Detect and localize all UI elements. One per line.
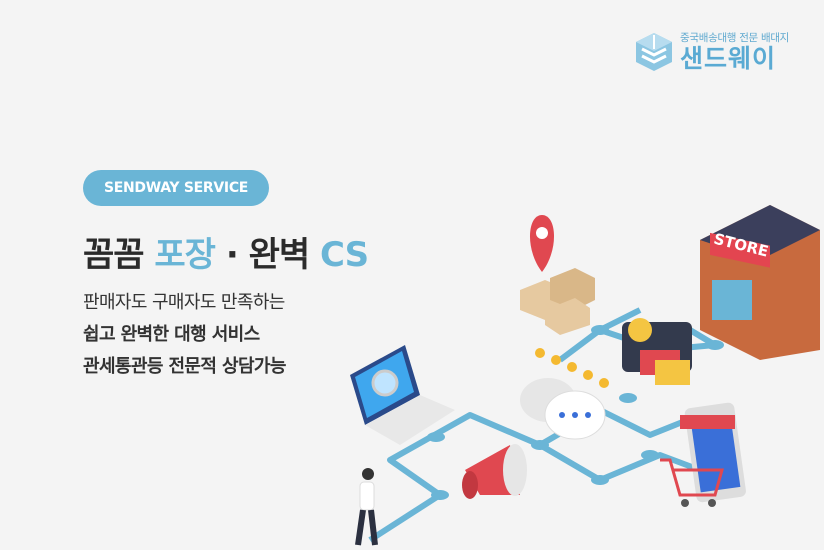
headline-part3: 완벽 bbox=[248, 235, 311, 275]
chat-bubbles-icon bbox=[520, 378, 606, 440]
headline-part2: 포장 bbox=[154, 235, 216, 275]
boxes-icon bbox=[520, 268, 595, 335]
logo-cube-icon bbox=[636, 32, 672, 71]
person-walking-icon bbox=[355, 468, 378, 546]
rating-stars-icon bbox=[535, 348, 609, 388]
path-nodes bbox=[427, 325, 724, 500]
headline-part1: 꼼꼼 bbox=[83, 235, 145, 275]
wallet-icon bbox=[622, 318, 692, 385]
logo-tagline: 중국배송대행 전문 배대지 bbox=[680, 32, 790, 44]
logo-name: 샌드웨이 bbox=[680, 44, 777, 73]
laptop-search-icon bbox=[350, 345, 455, 445]
headline-part4: CS bbox=[319, 235, 369, 275]
map-pin-icon bbox=[529, 215, 555, 272]
phone-cart-icon bbox=[660, 402, 746, 507]
megaphone-icon bbox=[462, 444, 527, 499]
brand-logo[interactable]: 중국배송대행 전문 배대지 샌드웨이 bbox=[634, 30, 789, 73]
subtitle-line-1: 판매자도 구매자도 만족하는 bbox=[83, 292, 285, 313]
subtitle-line-3: 관세통관등 전문적 상담가능 bbox=[83, 356, 286, 377]
subtitle-line-2: 쉽고 완벽한 대행 서비스 bbox=[83, 324, 260, 345]
headline: 꼼꼼 포장 · 완벽 CS bbox=[83, 227, 369, 276]
service-badge: SENDWAY SERVICE bbox=[83, 170, 269, 206]
headline-sep: · bbox=[225, 235, 239, 275]
store-icon: STORE bbox=[700, 205, 820, 360]
